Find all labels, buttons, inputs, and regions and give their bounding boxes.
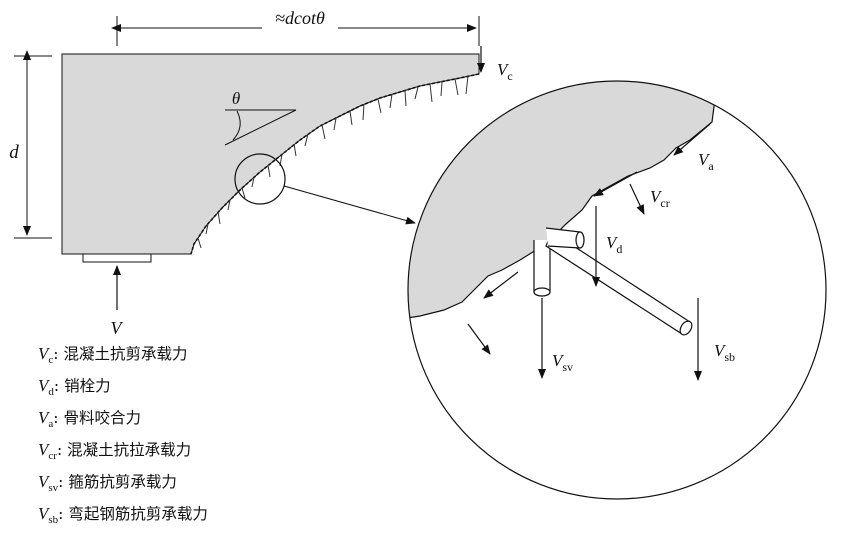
stirrup-bar — [533, 240, 551, 297]
support-reaction-label: V — [111, 318, 124, 338]
angle-marker: θ — [224, 89, 297, 146]
legend-row: Vd: 销栓力 — [38, 376, 111, 399]
legend-row: Vsb: 弯起钢筋抗剪承载力 — [38, 504, 208, 527]
angle-label: θ — [232, 89, 240, 108]
bearing-plate — [82, 253, 152, 263]
svg-text:Va: Va — [698, 150, 714, 173]
legend-row: Va: 骨料咬合力 — [38, 408, 141, 431]
beam-segment — [61, 53, 480, 263]
svg-text:Vsv: Vsv — [552, 351, 573, 374]
legend-row: Vcr: 混凝土抗拉承载力 — [38, 440, 192, 463]
aggregate-arrow-lower — [483, 171, 638, 299]
left-dimension-label: d — [9, 142, 19, 163]
vc-force: Vc — [477, 46, 513, 83]
vd-force: Vd — [592, 206, 622, 287]
detail-callout — [234, 153, 416, 225]
support-reaction: V — [111, 265, 124, 338]
dowel-bar — [545, 227, 585, 249]
shear-mechanism-diagram: ≈dcotθ d θ Vc — [4, 8, 827, 500]
vsv-force: Vsv — [538, 298, 573, 379]
legend: Vc: 混凝土抗剪承载力 Vd: 销栓力 Va: 骨料咬合力 Vcr: 混凝土抗… — [38, 341, 208, 534]
svg-text:Vcr: Vcr — [650, 187, 670, 210]
top-dimension-label: ≈dcotθ — [275, 8, 325, 28]
svg-text:Vsb: Vsb — [714, 341, 735, 364]
top-dimension: ≈dcotθ — [111, 8, 480, 46]
vcr-force: Vcr — [467, 183, 670, 355]
va-force: Va — [673, 123, 714, 173]
left-dimension: d — [4, 50, 52, 239]
vsb-force: Vsb — [694, 298, 735, 381]
magnified-detail: Va Vcr Vd Vsv Vsb — [407, 80, 827, 500]
legend-row: Vc: 混凝土抗剪承载力 — [38, 344, 188, 367]
svg-text:Vc: Vc — [497, 60, 513, 83]
svg-text:Vd: Vd — [606, 233, 622, 256]
legend-row: Vsv: 箍筋抗剪承载力 — [38, 472, 177, 495]
